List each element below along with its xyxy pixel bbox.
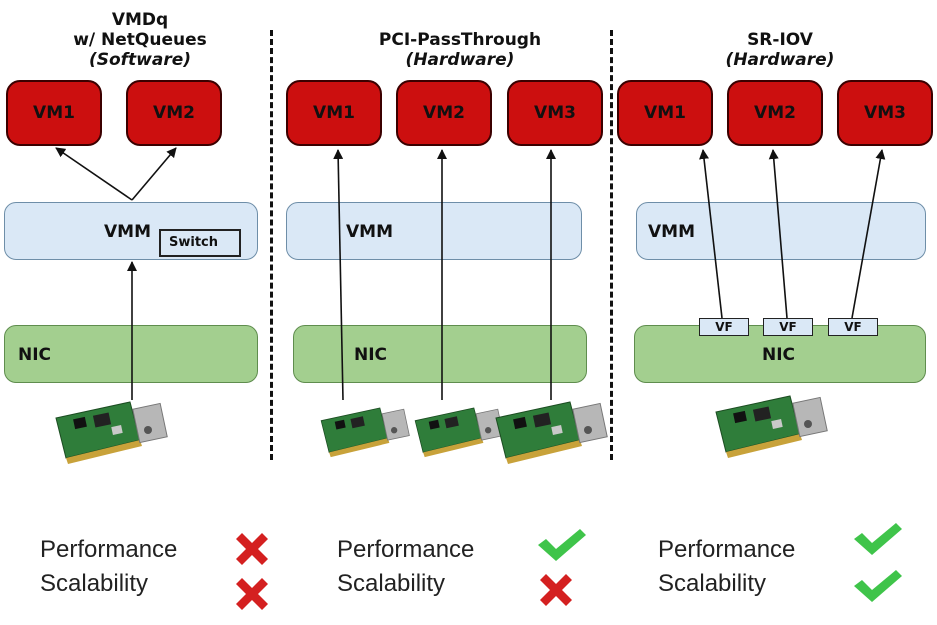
red-cross-icon xyxy=(236,533,268,565)
vmdq-vm1-box: VM1 xyxy=(6,80,102,146)
pci-scalability-label: Scalability xyxy=(337,570,446,597)
pci-vmm-label: VMM xyxy=(346,222,393,242)
sriov-arrow-to-vm1 xyxy=(699,149,723,319)
column-divider-1 xyxy=(270,30,273,460)
sriov-performance-label: Performance xyxy=(658,536,796,563)
network-card-icon xyxy=(320,407,410,458)
pci-vmm-box xyxy=(286,202,582,260)
pci-vm1-box: VM1 xyxy=(286,80,382,146)
pci-title-line1: PCI-PassThrough xyxy=(378,30,542,50)
network-card-icon xyxy=(414,407,504,458)
pci-title: PCI-PassThrough (Hardware) xyxy=(340,30,580,70)
vmdq-title-line2: w/ NetQueues xyxy=(73,30,207,50)
pci-vm2-box: VM2 xyxy=(396,80,492,146)
sriov-vm2-box: VM2 xyxy=(727,80,823,146)
pci-vm3-box: VM3 xyxy=(507,80,603,146)
green-check-icon xyxy=(854,570,902,602)
vmdq-performance-label: Performance xyxy=(40,536,178,563)
vmdq-arrow-to-vm1 xyxy=(55,147,133,201)
sriov-nic-label: NIC xyxy=(762,345,796,365)
sriov-vf1-box: VF xyxy=(699,318,749,336)
network-card-icon xyxy=(495,401,608,464)
column-divider-2 xyxy=(610,30,613,460)
pci-nic-label: NIC xyxy=(354,345,388,365)
vmdq-arrow-to-vm2 xyxy=(131,147,177,201)
sriov-title: SR-IOV (Hardware) xyxy=(660,30,900,70)
vmdq-vm2-box: VM2 xyxy=(126,80,222,146)
sriov-vm3-box: VM3 xyxy=(837,80,933,146)
vmdq-switch-box: Switch xyxy=(159,229,241,257)
sriov-vm1-box: VM1 xyxy=(617,80,713,146)
pci-performance-label: Performance xyxy=(337,536,475,563)
red-cross-icon xyxy=(236,578,268,610)
sriov-title-line2: (Hardware) xyxy=(725,50,835,70)
sriov-title-line1: SR-IOV xyxy=(747,30,813,50)
pci-title-line2: (Hardware) xyxy=(405,50,515,70)
network-card-icon xyxy=(715,395,828,458)
sriov-scalability-label: Scalability xyxy=(658,570,767,597)
vmdq-title-line3: (Software) xyxy=(88,50,192,70)
vmdq-scalability-label: Scalability xyxy=(40,570,149,597)
green-check-icon xyxy=(538,529,586,561)
vmdq-nic-box xyxy=(4,325,258,383)
vmdq-nic-label: NIC xyxy=(18,345,52,365)
red-cross-icon xyxy=(540,574,572,606)
green-check-icon xyxy=(854,523,902,555)
vmdq-title: VMDq w/ NetQueues (Software) xyxy=(40,10,240,70)
sriov-arrow-to-vm2 xyxy=(768,149,788,319)
sriov-vmm-label: VMM xyxy=(648,222,695,242)
sriov-vf3-box: VF xyxy=(828,318,878,336)
sriov-arrow-to-vm3 xyxy=(851,149,886,319)
pci-arrow-to-vm1 xyxy=(333,149,344,401)
sriov-vf2-box: VF xyxy=(763,318,813,336)
vmdq-vmm-label: VMM xyxy=(104,222,151,242)
network-card-icon xyxy=(55,401,168,464)
vmdq-title-line1: VMDq xyxy=(111,10,169,30)
